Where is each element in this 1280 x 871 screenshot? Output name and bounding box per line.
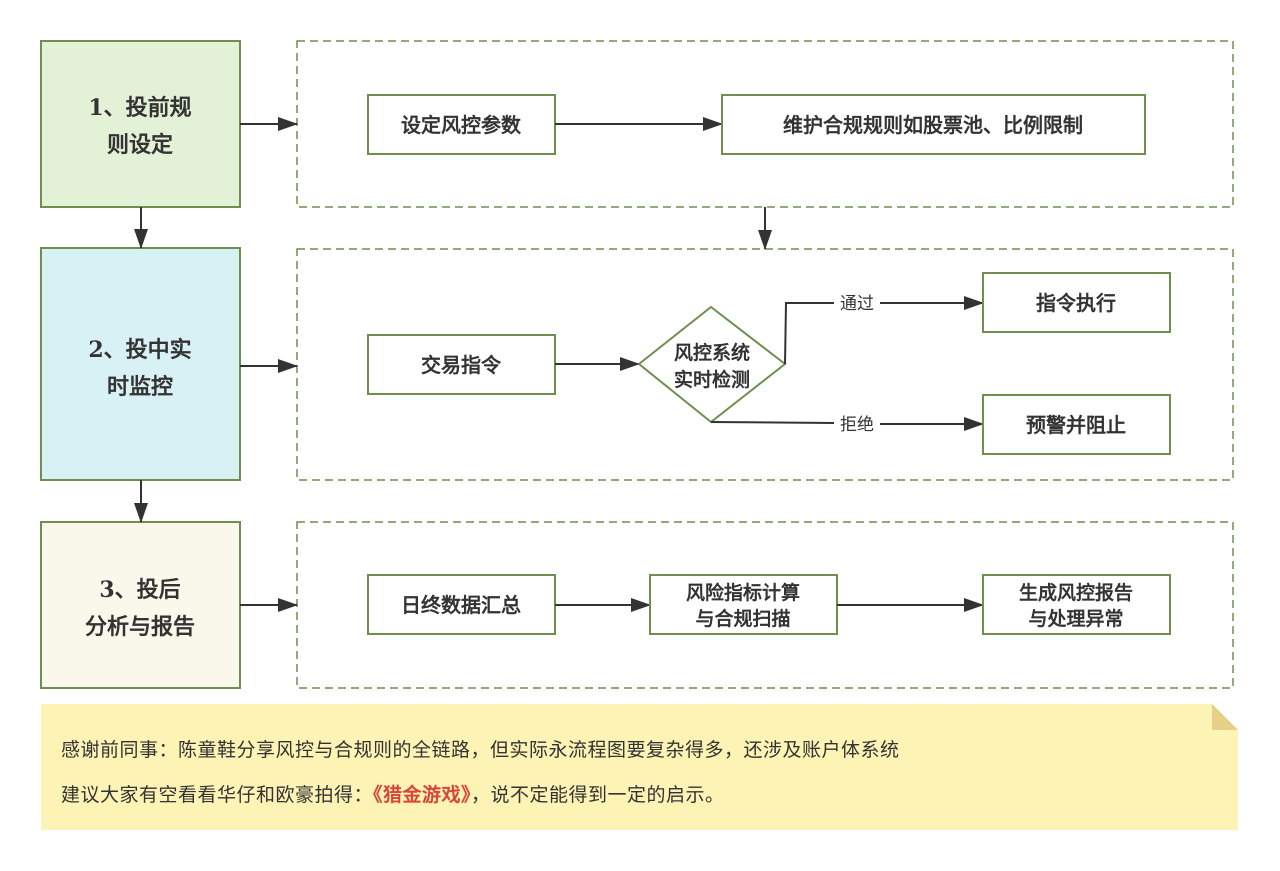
generate-report-node: 生成风控报告 与处理异常 (982, 574, 1171, 635)
stage-2-label-line1: 2、投中实 (88, 337, 191, 363)
note-line-2-prefix: 建议大家有空看看华仔和欧豪拍得： (61, 784, 374, 806)
eod-summary-label: 日终数据汇总 (401, 593, 521, 617)
stage-1-label-line2: 则设定 (107, 132, 173, 158)
stage-2-box: 2、投中实 时监控 (40, 247, 241, 481)
note-fold-shadow (1212, 704, 1238, 730)
maintain-rules-label: 维护合规规则如股票池、比例限制 (783, 113, 1083, 137)
stage-3-box: 3、投后 分析与报告 (40, 521, 241, 689)
execute-order-node: 指令执行 (982, 272, 1171, 333)
risk-calc-node: 风险指标计算 与合规扫描 (649, 574, 838, 635)
reject-connector (710, 421, 835, 424)
stage-3-label-line2: 分析与报告 (85, 614, 195, 640)
set-risk-params-label: 设定风控参数 (401, 113, 522, 137)
note-box: 感谢前同事：陈童鞋分享风控与合规则的全链路，但实际永流程图要复杂得多，还涉及账户… (41, 704, 1238, 830)
eod-summary-node: 日终数据汇总 (367, 574, 556, 635)
alert-block-node: 预警并阻止 (982, 394, 1171, 455)
note-line-2-suffix: ，说不定能得到一定的启示。 (471, 784, 725, 806)
alert-block-label: 预警并阻止 (1026, 413, 1126, 437)
risk-calc-label-line2: 与合规扫描 (695, 607, 790, 630)
stage-1-label-line1: 1、投前规 (88, 95, 191, 121)
trade-order-node: 交易指令 (367, 334, 556, 395)
reject-label: 拒绝 (840, 415, 874, 435)
note-line-2: 建议大家有空看看华仔和欧豪拍得：《猎金游戏》，说不定能得到一定的启示。 (61, 780, 725, 807)
trade-order-label: 交易指令 (421, 353, 502, 377)
pass-label: 通过 (840, 294, 874, 314)
pass-connector (784, 302, 834, 365)
note-line-1: 感谢前同事：陈童鞋分享风控与合规则的全链路，但实际永流程图要复杂得多，还涉及账户… (61, 739, 900, 761)
stage-3-label-line1: 3、投后 (99, 577, 180, 603)
movie-title-highlight: 《猎金游戏》 (373, 784, 472, 806)
risk-calc-label-line1: 风险指标计算 (686, 581, 800, 604)
stage-2-label-line2: 时监控 (107, 374, 173, 400)
set-risk-params-node: 设定风控参数 (367, 94, 556, 155)
execute-order-label: 指令执行 (1036, 291, 1116, 315)
generate-report-label-line2: 与处理异常 (1028, 607, 1123, 630)
generate-report-label-line1: 生成风控报告 (1019, 581, 1133, 604)
maintain-rules-node: 维护合规规则如股票池、比例限制 (721, 94, 1146, 155)
risk-check-decision: 风控系统 实时检测 (637, 305, 787, 424)
risk-check-label-line2: 实时检测 (674, 368, 750, 391)
risk-check-label-line1: 风控系统 (674, 341, 750, 364)
stage-1-box: 1、投前规 则设定 (40, 40, 241, 208)
